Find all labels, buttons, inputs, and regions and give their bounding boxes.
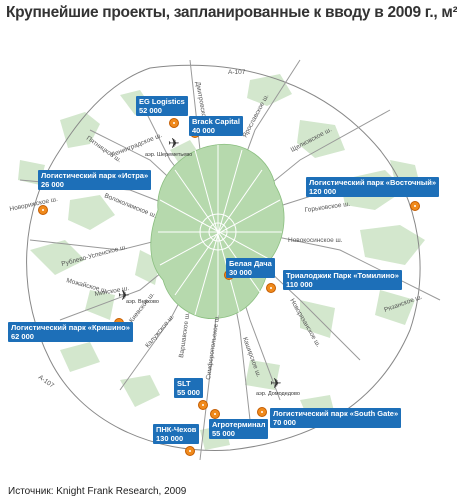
project-marker-istra[interactable] bbox=[38, 205, 48, 215]
airport-sheremetyevo: аэр. Шереметьево bbox=[145, 152, 193, 158]
project-area: 130 000 bbox=[156, 434, 184, 443]
project-name: Белая Дача bbox=[229, 259, 272, 268]
project-area: 70 000 bbox=[273, 418, 296, 427]
project-name: Brack Capital bbox=[192, 117, 240, 126]
project-marker-vostochny[interactable] bbox=[410, 201, 420, 211]
project-tag-krishino[interactable]: Логистический парк «Кришино» 62 000 bbox=[8, 322, 133, 342]
project-name: Логистический парк «South Gate» bbox=[273, 409, 399, 418]
airplane-icon: ✈ bbox=[118, 287, 130, 303]
project-tag-istra[interactable]: Логистический парк «Истра» 26 000 bbox=[38, 170, 152, 190]
project-marker-south-gate[interactable] bbox=[257, 407, 267, 417]
project-tag-south-gate[interactable]: Логистический парк «South Gate» 70 000 bbox=[270, 408, 402, 428]
project-area: 30 000 bbox=[229, 268, 252, 277]
project-name: SLT bbox=[177, 379, 191, 388]
road-label-kievskoe: Киевское ш. bbox=[128, 291, 156, 324]
project-marker-slt[interactable] bbox=[198, 400, 208, 410]
project-tag-vostochny[interactable]: Логистический парк «Восточный» 120 000 bbox=[306, 177, 440, 197]
project-name: Логистический парк «Восточный» bbox=[309, 178, 437, 187]
moscow-region-map: А-107 Дмитровское ш. Ярославское ш. Лени… bbox=[9, 59, 441, 461]
road-label-simferopolskoe: Симферопольское ш. bbox=[205, 314, 221, 380]
page-title: Крупнейшие проекты, запланированные к вв… bbox=[6, 4, 457, 21]
airport-vnukovo: аэр. Внуково bbox=[126, 299, 159, 305]
project-area: 55 000 bbox=[212, 429, 235, 438]
airplane-icon: ✈ bbox=[168, 135, 180, 151]
road-label-novorizhskoe: Новорижское ш. bbox=[9, 196, 59, 213]
airport-domodedovo: аэр. Домодедово bbox=[256, 391, 300, 397]
project-tag-pnk-chekhov[interactable]: ПНК-Чехов 130 000 bbox=[153, 424, 200, 444]
project-area: 120 000 bbox=[309, 187, 337, 196]
project-tag-brack-capital[interactable]: Brack Capital 40 000 bbox=[189, 116, 243, 136]
project-area: 52 000 bbox=[139, 106, 162, 115]
project-marker-pnk-chekhov[interactable] bbox=[185, 446, 195, 456]
project-area: 110 000 bbox=[286, 280, 313, 289]
road-label-varshavskoe: Варшавское ш. bbox=[178, 312, 191, 359]
road-label-gorkovskoe: Горьковское ш. bbox=[304, 201, 351, 214]
project-marker-tomilino[interactable] bbox=[266, 283, 276, 293]
road-label-a107-bottom: А-107 bbox=[37, 374, 56, 390]
project-name: Триалоджик Парк «Томилино» bbox=[286, 271, 399, 280]
project-name: ПНК-Чехов bbox=[156, 425, 197, 434]
project-name: Логистический парк «Истра» bbox=[41, 171, 149, 180]
project-marker-eg-logistics[interactable] bbox=[169, 118, 179, 128]
source-note: Источник: Knight Frank Research, 2009 bbox=[8, 486, 187, 497]
forest-areas bbox=[18, 74, 425, 450]
road-label-a107-top: А-107 bbox=[228, 69, 246, 76]
project-tag-tomilino[interactable]: Триалоджик Парк «Томилино» 110 000 bbox=[283, 270, 402, 290]
project-marker-agroterminal[interactable] bbox=[210, 409, 220, 419]
project-area: 55 000 bbox=[177, 388, 200, 397]
project-area: 40 000 bbox=[192, 126, 215, 135]
project-tag-agroterminal[interactable]: Агротерминал 55 000 bbox=[209, 419, 269, 439]
road-label-kaluzhskoe: Калужское ш. bbox=[144, 313, 176, 349]
project-area: 62 000 bbox=[11, 332, 34, 341]
project-tag-eg-logistics[interactable]: EG Logistics 52 000 bbox=[136, 96, 188, 116]
airplane-icon: ✈ bbox=[270, 375, 282, 391]
project-name: Агротерминал bbox=[212, 420, 266, 429]
project-name: Логистический парк «Кришино» bbox=[11, 323, 130, 332]
project-area: 26 000 bbox=[41, 180, 64, 189]
project-tag-belaya-dacha[interactable]: Белая Дача 30 000 bbox=[226, 258, 275, 278]
project-name: EG Logistics bbox=[139, 97, 185, 106]
road-label-novokosinskoe: Новокосинское ш. bbox=[288, 237, 343, 244]
project-tag-slt[interactable]: SLT 55 000 bbox=[174, 378, 203, 398]
